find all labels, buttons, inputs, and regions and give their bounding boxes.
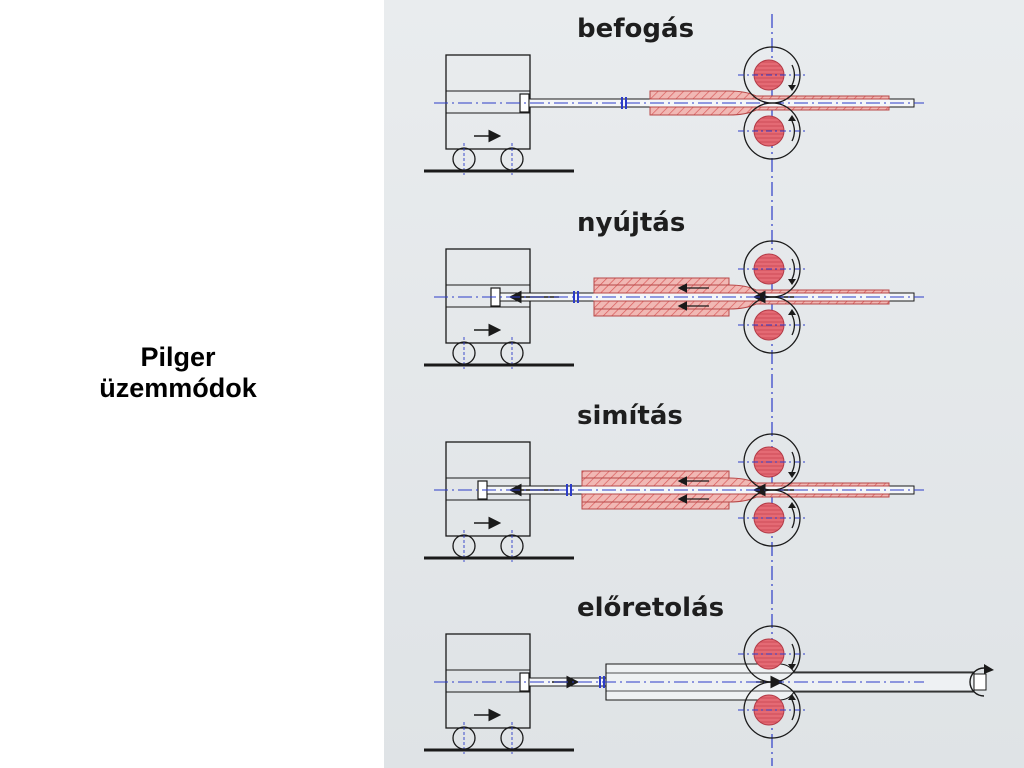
pilger-diagram: befogás nyújtás simítás előretolás — [424, 14, 994, 766]
tube-wall-upper — [649, 90, 890, 100]
pilger-step-4: előretolás — [424, 593, 994, 754]
rotation-arrow-icon — [791, 120, 796, 142]
tube-blank-lower — [581, 501, 730, 510]
tube-wall-upper — [593, 284, 890, 294]
rotation-arrow-head — [788, 694, 796, 700]
step-label: nyújtás — [577, 208, 685, 238]
rotation-arrow-head — [984, 664, 994, 674]
rotation-arrow-head — [788, 115, 796, 121]
rotation-arrow-icon — [791, 451, 796, 473]
tube-wall-upper — [581, 477, 890, 487]
tube-blank-upper — [581, 470, 730, 479]
tube-blank-lower — [593, 308, 730, 317]
rotation-arrow-head — [788, 502, 796, 508]
page-title: Pilger üzemmódok — [62, 342, 294, 404]
rotation-arrow-head — [788, 472, 796, 478]
carriage-icon — [445, 54, 531, 150]
step-label: előretolás — [577, 593, 724, 623]
pilger-step-3: simítás — [424, 401, 924, 562]
tube-blank-upper — [593, 277, 730, 286]
rotation-arrow-head — [788, 85, 796, 91]
rotation-arrow-icon — [791, 258, 796, 280]
rotation-arrow-icon — [791, 699, 796, 721]
tube-wall-lower — [581, 493, 890, 503]
pilger-step-1: befogás — [424, 14, 924, 175]
pilger-diagram-panel: befogás nyújtás simítás előretolás — [384, 0, 1024, 768]
rotation-arrow-icon — [791, 314, 796, 336]
tube-wall-lower — [649, 106, 890, 116]
rotation-arrow-icon — [791, 643, 796, 665]
tube-end-icon — [973, 673, 987, 691]
carriage-icon — [445, 633, 531, 729]
rotation-arrow-icon — [791, 507, 796, 529]
title-line-2: üzemmódok — [99, 373, 257, 403]
rotation-arrow-head — [788, 279, 796, 285]
title-line-1: Pilger — [140, 342, 216, 372]
step-label: befogás — [577, 14, 694, 44]
rotation-arrow-icon — [791, 64, 796, 86]
tube-wall-lower — [593, 300, 890, 310]
rotation-arrow-icon — [969, 667, 985, 697]
rotation-arrow-head — [788, 309, 796, 315]
pilger-step-2: nyújtás — [424, 208, 924, 369]
rotation-arrow-head — [788, 664, 796, 670]
step-label: simítás — [577, 401, 683, 431]
